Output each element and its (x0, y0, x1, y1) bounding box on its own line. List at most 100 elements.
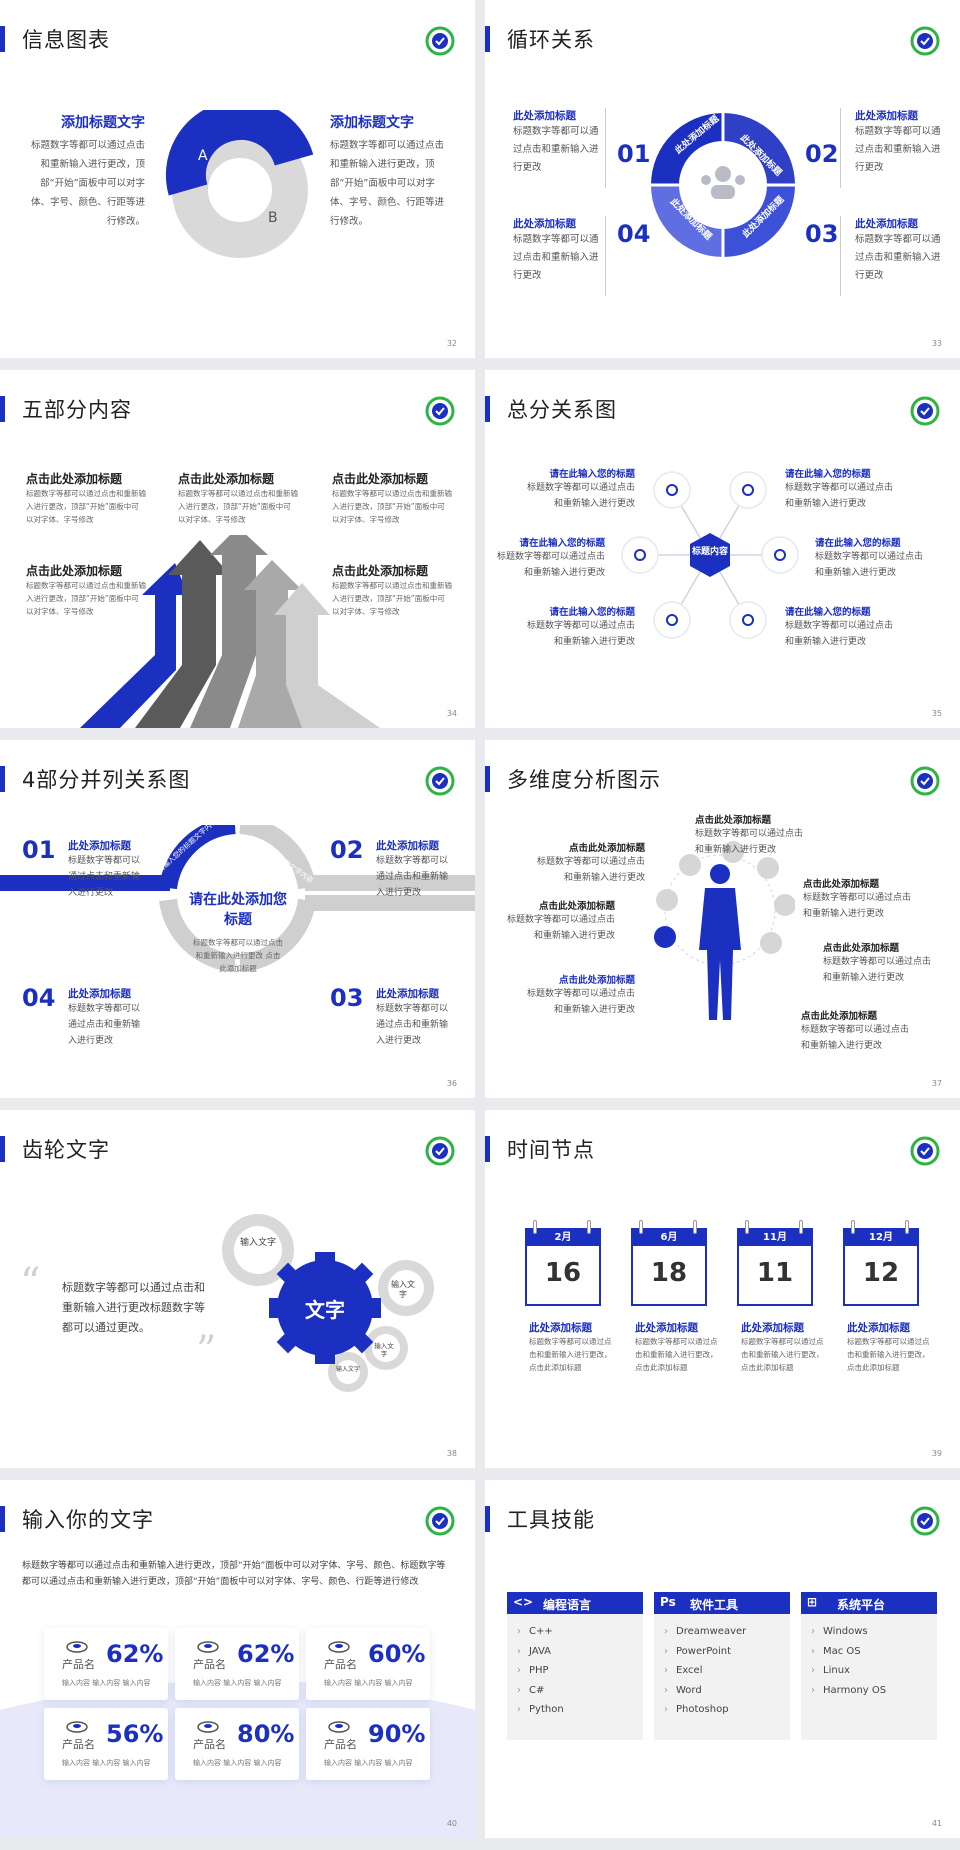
page-number: 32 (446, 339, 457, 348)
gears-graphic (222, 1214, 434, 1392)
card-sub: 输入内容 输入内容 输入内容 (324, 1679, 413, 1687)
analysis-graphic (654, 841, 795, 1020)
title-accent-bar (485, 1136, 490, 1162)
slide-title: 循环关系 (507, 28, 595, 52)
page-number: 41 (931, 1819, 942, 1828)
slide-40[interactable]: 输入你的文字 标题数字等都可以通过点击和重新输入进行更改，顶部“开始”面板中可以… (0, 1480, 475, 1838)
close-quote-icon: ” (196, 1328, 217, 1374)
gear-label-1: 输入文字 (239, 1238, 276, 1248)
item-num-01: 01 (22, 836, 56, 864)
skill-item: ›Photoshop (664, 1704, 729, 1715)
card-sub: 输入内容 输入内容 输入内容 (324, 1759, 413, 1767)
timeline-text: 此处添加标题标题数字等都可以通过点击和重新输入进行更改，点击此添加标题 (741, 1322, 824, 1372)
analysis-text-2: 点击此处添加标题 标题数字等都可以通过点击和重新输入进行更改 (506, 901, 615, 941)
slide-37[interactable]: 多维度分析图示 点击此处添加标题 标题数字等都可以通过点击和重新输入进行更改 点… (485, 740, 960, 1098)
logo-icon (910, 766, 940, 796)
node-text-2: 请在此输入您的标题 标题数字等都可以通过点击和重新输入进行更改 (785, 469, 894, 509)
calendar-ring-icon (799, 1220, 803, 1234)
left-heading: 添加标题文字 (61, 115, 145, 131)
card-label: 产品名 (62, 1738, 95, 1751)
skill-item: ›Word (664, 1684, 702, 1696)
skill-item: ›C# (517, 1684, 545, 1696)
calendar-ring-icon (639, 1220, 643, 1234)
title-accent-bar (0, 396, 5, 422)
card-label: 产品名 (193, 1658, 226, 1671)
disk-icon (328, 1641, 350, 1653)
calendar-ring-icon (905, 1220, 909, 1234)
analysis-text-4: 点击此处添加标题 标题数字等都可以通过点击和重新输入进行更改 (803, 879, 912, 919)
gear-icon (634, 484, 786, 626)
timeline-text: 此处添加标题标题数字等都可以通过点击和重新输入进行更改，点击此添加标题 (529, 1322, 612, 1372)
content-block-2: 点击此处添加标题 标题数字等都可以通过点击和重新输入进行更改，顶部“开始”面板中… (178, 472, 298, 524)
title-accent-bar (0, 26, 5, 52)
cycle-num-02: 02 (805, 140, 839, 168)
slide-34[interactable]: 五部分内容 点击此处添加标题 标题数字等都可以通过点击和重新输入进行更改，顶部“… (0, 370, 475, 728)
parallel-diagram: 请输入您的标题文字内容 请输入您的标题文字内容 (0, 825, 475, 972)
node-text-3: 请在此输入您的标题 标题数字等都可以通过点击和重新输入进行更改 (496, 538, 605, 578)
skill-item: ›Excel (664, 1665, 703, 1676)
item-num-04: 04 (22, 984, 56, 1012)
center-heading: 请在此处添加您标题 (189, 892, 287, 928)
team-icon (701, 166, 745, 199)
slide-36[interactable]: 4部分并列关系图 请输入您的标题文字内容 请输入您的标题文字内容 请在此处添加您… (0, 740, 475, 1098)
donut-segment-a (165, 110, 314, 196)
content-block-3: 点击此处添加标题 标题数字等都可以通过点击和重新输入进行更改，顶部“开始”面板中… (332, 472, 452, 524)
cycle-item-04: 此处添加标题 标题数字等都可以通过点击和重新输入进行更改 (513, 218, 599, 281)
card-label: 产品名 (324, 1658, 357, 1671)
gear-label-3: 输入文字 (374, 1342, 394, 1358)
logo-icon (425, 766, 455, 796)
label-b: B (268, 210, 278, 226)
disk-icon (197, 1641, 219, 1653)
right-heading: 添加标题文字 (330, 115, 414, 131)
analysis-text-6: 点击此处添加标题 标题数字等都可以通过点击和重新输入进行更改 (801, 1011, 910, 1051)
title-accent-bar (485, 396, 490, 422)
calendar-month: 12月 (845, 1230, 917, 1246)
content-block-5: 点击此处添加标题 标题数字等都可以通过点击和重新输入进行更改，顶部“开始”面板中… (332, 564, 452, 616)
gear-label-2: 输入文字 (391, 1280, 415, 1299)
logo-icon (425, 1136, 455, 1166)
slide-38[interactable]: 齿轮文字 “ ” 标题数字等都可以通过点击和重新输入进行更改标题数字等都可以通过… (0, 1110, 475, 1468)
card-label: 产品名 (193, 1738, 226, 1751)
slide-35[interactable]: 总分关系图 标题内容 请在此输入您的标题 标题数字等都可以通过点击和重新输入进行… (485, 370, 960, 728)
logo-icon (910, 396, 940, 426)
slide-title: 输入你的文字 (22, 1508, 154, 1532)
calendar-ring-icon (693, 1220, 697, 1234)
donut-segment-b (172, 122, 308, 258)
slide-title: 总分关系图 (507, 398, 617, 422)
divider (840, 216, 841, 296)
calendar-ring-icon (587, 1220, 591, 1234)
page-number: 38 (446, 1449, 457, 1458)
divider (605, 216, 606, 296)
content-block-1: 点击此处添加标题 标题数字等都可以通过点击和重新输入进行更改，顶部“开始”面板中… (26, 472, 146, 524)
logo-icon (425, 396, 455, 426)
slide-title: 4部分并列关系图 (22, 768, 191, 792)
businessman-icon (699, 864, 741, 1020)
slide-32[interactable]: 信息图表 添加标题文字 标题数字等都可以通过点击和重新输入进行更改，顶部“开始”… (0, 0, 475, 358)
skill-item: ›C++ (517, 1626, 553, 1637)
cycle-num-03: 03 (805, 220, 839, 248)
slide-title: 工具技能 (507, 1508, 595, 1532)
skill-item: ›Windows (811, 1626, 868, 1637)
cycle-ring: 此处添加标题 此处添加标题 此处添加标题 此处添加标题 (651, 112, 795, 257)
cycle-num-04: 04 (617, 220, 651, 248)
card-percent: 62% (237, 1640, 295, 1668)
title-accent-bar (485, 766, 490, 792)
slide-33[interactable]: 循环关系 此处添加标题 标题数字等都可以通过点击和重新输入进行更改 此处添加标题… (485, 0, 960, 358)
page-number: 37 (931, 1079, 942, 1088)
intro-text: 标题数字等都可以通过点击和重新输入进行更改，顶部“开始”面板中可以对字体、字号、… (22, 1561, 446, 1587)
windows-icon: ⊞ (807, 1595, 818, 1609)
cycle-item-03: 此处添加标题 标题数字等都可以通过点击和重新输入进行更改 (855, 218, 941, 281)
item-01: 此处添加标题 标题数字等都可以通过点击和重新输入进行更改 (68, 840, 141, 898)
cycle-item-01: 此处添加标题 标题数字等都可以通过点击和重新输入进行更改 (513, 110, 599, 173)
disk-icon (328, 1721, 350, 1733)
